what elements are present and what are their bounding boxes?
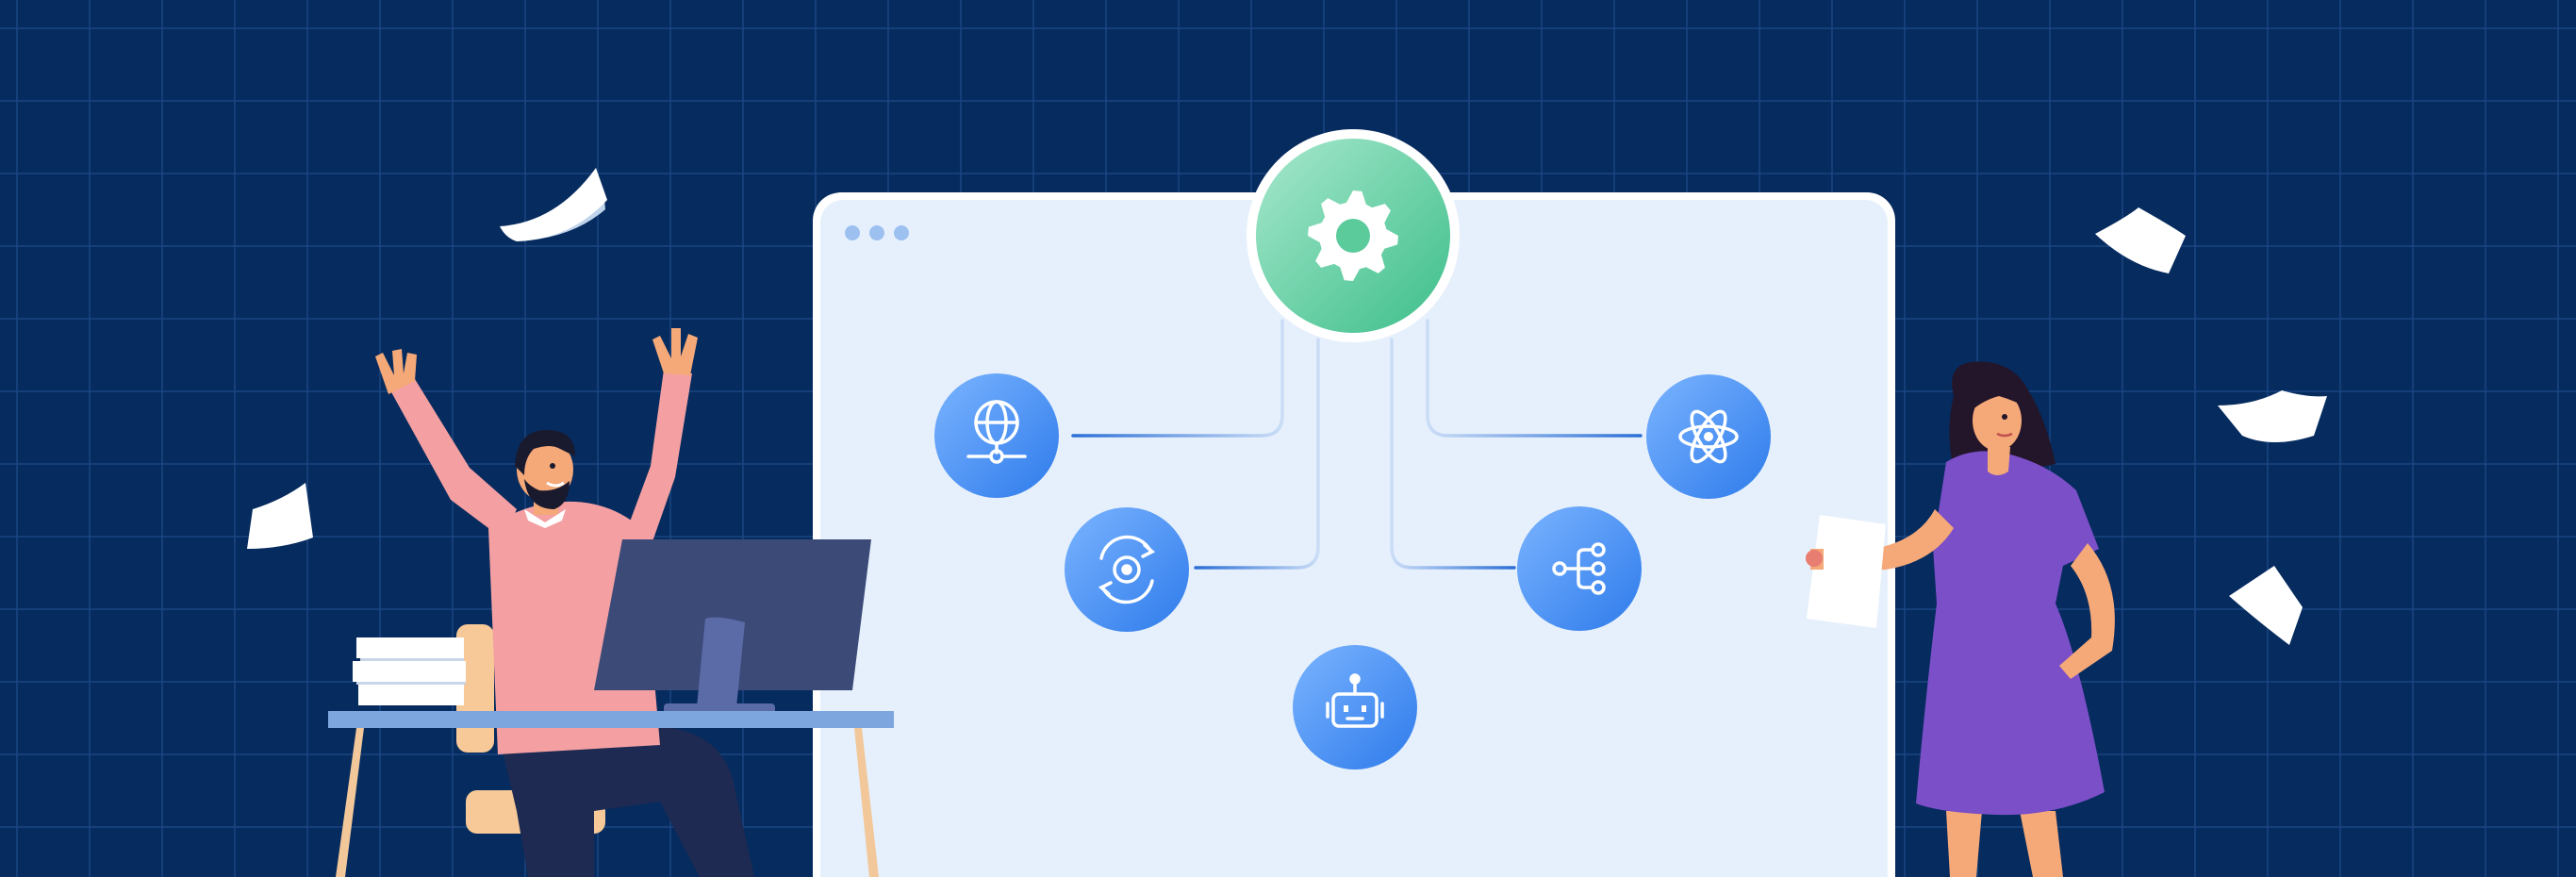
floating-paper-3 [2095, 207, 2186, 273]
node-robot [1293, 645, 1417, 769]
floating-paper-2 [247, 483, 313, 549]
robot-icon [1326, 673, 1384, 728]
hub-node [1247, 129, 1460, 342]
floating-paper-4 [2218, 390, 2327, 442]
paper-stack [353, 637, 466, 705]
node-hierarchy [1517, 506, 1642, 631]
floating-paper-1 [500, 168, 607, 241]
floating-paper-5 [2229, 566, 2303, 645]
woman-character [1806, 361, 2115, 877]
node-camera-sync [1065, 507, 1189, 632]
app-window [813, 129, 1895, 877]
atom-icon [1678, 409, 1739, 464]
window-dots [845, 225, 909, 240]
hierarchy-branch-icon [1552, 542, 1606, 595]
held-document [1806, 515, 1886, 628]
connector-lines [1071, 319, 1643, 634]
globe-network-icon [966, 400, 1027, 464]
desk [328, 711, 894, 877]
computer-monitor [594, 539, 871, 717]
gear-icon [1308, 190, 1398, 281]
node-globe [934, 373, 1059, 498]
desk-scene [328, 328, 894, 877]
camera-lens-sync-icon [1098, 535, 1156, 604]
man-character [375, 328, 754, 877]
node-atom [1646, 374, 1771, 499]
